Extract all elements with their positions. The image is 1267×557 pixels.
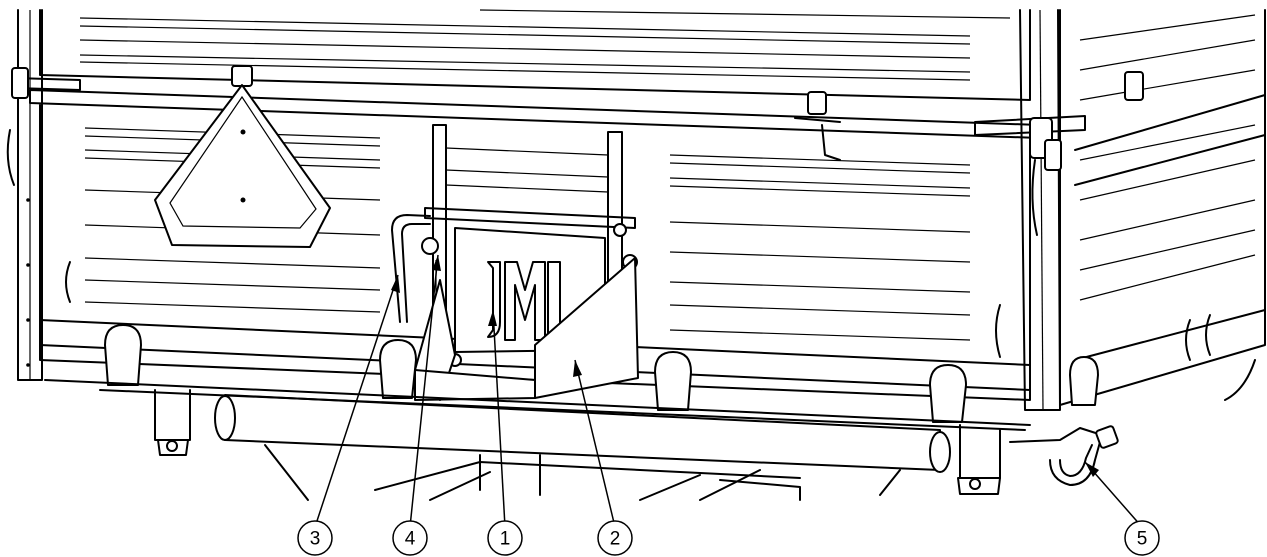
callout-5: 5 bbox=[1124, 520, 1160, 556]
step-plate bbox=[414, 257, 639, 401]
right-post bbox=[1019, 9, 1062, 411]
callout-4-label: 4 bbox=[405, 529, 416, 550]
upper-extension-panel bbox=[39, 9, 1031, 101]
left-post bbox=[6, 9, 43, 381]
callout-5-label: 5 bbox=[1137, 529, 1148, 550]
callout-1-label: 1 bbox=[500, 529, 511, 550]
callout-leaders bbox=[314, 254, 1143, 528]
hydraulic-hose bbox=[1009, 359, 1256, 486]
callout-2-label: 2 bbox=[610, 529, 621, 550]
callout-3-label: 3 bbox=[310, 529, 321, 550]
callout-3: 3 bbox=[297, 520, 333, 556]
underframe bbox=[44, 379, 1031, 501]
callout-4: 4 bbox=[392, 520, 428, 556]
lock-brackets bbox=[104, 324, 1099, 423]
callout-2: 2 bbox=[597, 520, 633, 556]
right-side-wall bbox=[1059, 9, 1266, 406]
tailgate-latch bbox=[794, 91, 841, 161]
slow-moving-vehicle-sign bbox=[154, 65, 331, 248]
ladder-handle bbox=[391, 214, 431, 323]
callout-1: 1 bbox=[487, 520, 523, 556]
